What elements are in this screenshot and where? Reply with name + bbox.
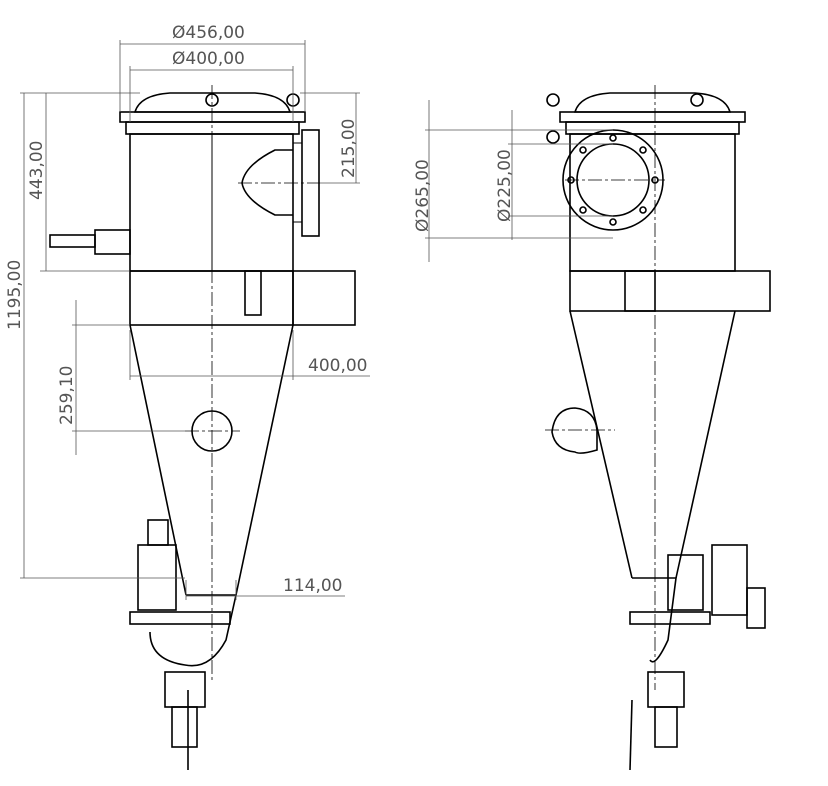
ball-valve	[647, 671, 685, 708]
actuator-box	[746, 587, 766, 629]
clamp	[624, 270, 656, 312]
dim-top-inner-diameter: Ø400,00	[172, 49, 245, 69]
cylinder-body	[569, 133, 736, 272]
dim-upper-height: 443,00	[27, 141, 47, 200]
dim-side-port-height: 259,10	[57, 366, 77, 425]
left-view: Ø456,00 Ø400,00 443,00 215,00 1195,00 25…	[5, 23, 370, 770]
dim-top-outer-diameter: Ø456,00	[172, 23, 245, 43]
lid	[133, 92, 292, 113]
ball-valve	[164, 671, 206, 708]
lifting-eye	[690, 93, 704, 107]
cone	[569, 310, 736, 579]
dim-inlet-height: 215,00	[339, 119, 359, 178]
right-view: Ø265,00 Ø225,00	[413, 85, 771, 771]
drain-nozzle	[654, 706, 678, 748]
lid	[573, 92, 732, 113]
support-band	[569, 270, 771, 312]
sensor-connector	[49, 234, 96, 248]
cone	[129, 324, 294, 596]
outlet-elbow	[149, 594, 237, 667]
dim-flange-outer-diameter: Ø265,00	[413, 159, 433, 232]
side-port	[551, 407, 598, 454]
lid-flange	[559, 111, 746, 123]
drain-nozzle	[171, 706, 198, 748]
lifting-eye	[546, 93, 560, 107]
sensor	[94, 229, 131, 255]
outlet-flange	[129, 611, 231, 625]
support-bracket	[292, 270, 356, 326]
body-flange	[125, 121, 300, 135]
tangential-inlet	[241, 149, 293, 216]
hose-nozzle	[147, 519, 169, 546]
valve-handle	[629, 699, 633, 771]
dim-flange-inner-diameter: Ø225,00	[495, 149, 515, 222]
actuator	[711, 544, 748, 616]
clamp	[244, 270, 262, 316]
support-band	[129, 270, 294, 326]
bypass-valve	[667, 554, 704, 611]
lid-flange	[119, 111, 306, 123]
bypass-valve	[137, 544, 177, 611]
dim-body-width: 400,00	[308, 356, 367, 376]
pivot	[546, 130, 560, 144]
body-flange	[565, 121, 740, 135]
dim-outlet-width: 114,00	[283, 576, 342, 596]
dim-total-height: 1195,00	[5, 260, 25, 330]
outlet-elbow	[632, 577, 677, 663]
